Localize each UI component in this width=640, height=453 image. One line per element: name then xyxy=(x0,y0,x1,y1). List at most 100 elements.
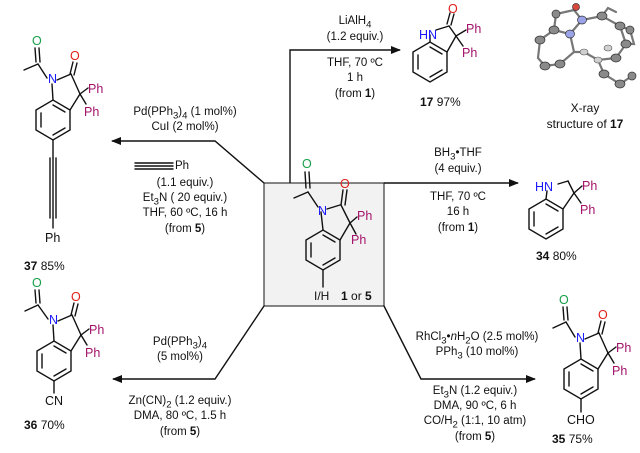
atom-hn-34: HN xyxy=(535,180,553,194)
atom-o-acetyl-central: O xyxy=(302,157,312,171)
molecule-central xyxy=(293,171,358,288)
reagent-bh3-sub: 3 xyxy=(450,151,456,163)
base-sub-37: 3 xyxy=(153,196,159,208)
conditions-17-time: 1 h xyxy=(347,72,363,84)
from-post-34: ) xyxy=(474,222,479,234)
atom-ph-35-2: Ph xyxy=(612,364,627,378)
product-num-35: 35 xyxy=(552,432,566,446)
central-num-a: 1 xyxy=(341,289,348,303)
reaction-arrows xyxy=(111,46,536,383)
product-num-34: 34 xyxy=(536,249,550,263)
product-num-37: 37 xyxy=(24,259,38,273)
xray-caption-pre: structure of xyxy=(546,117,610,131)
cn-pre-36: Zn(CN) xyxy=(128,395,167,407)
product-label-37: 37 85% xyxy=(24,259,65,273)
reagent-lialh4-sub: 4 xyxy=(366,19,372,31)
conditions-17-equiv: (1.2 equiv.) xyxy=(326,31,384,43)
atom-ph-35-1: Ph xyxy=(616,341,631,355)
atom-cn-36: CN xyxy=(45,394,63,408)
cat-pre-35: RhCl xyxy=(415,331,442,343)
from-post-37: ) xyxy=(201,223,206,235)
atom-n-central: N xyxy=(318,204,327,218)
from-num-34: 1 xyxy=(467,222,475,234)
arrow-to-37 xyxy=(111,137,265,184)
conditions-36-from: (from 5) xyxy=(105,425,255,439)
atom-ph-17-2: Ph xyxy=(462,46,477,60)
cat-sub2-36: 4 xyxy=(201,340,208,352)
base-pre-37: Et xyxy=(142,192,154,204)
conditions-35-base: Et3N (1.2 equiv.) xyxy=(400,384,550,402)
atom-ph-37-2: Ph xyxy=(84,105,99,119)
atom-cho-35: CHO xyxy=(567,413,595,427)
central-num-b: 5 xyxy=(365,289,372,303)
atom-ph-34-2: Ph xyxy=(580,203,595,217)
base-pre-35: Et xyxy=(432,385,444,397)
lig-post-35: (10 mol%) xyxy=(462,346,519,358)
atom-ph-36-1: Ph xyxy=(89,323,104,337)
conditions-37-cat2: CuI (2 mol%) xyxy=(151,121,219,133)
atom-o-carbonyl-35: O xyxy=(598,308,608,322)
central-label-h-text: I/H xyxy=(314,289,330,303)
from-post-35: ) xyxy=(491,431,496,443)
conditions-17-from: (from 1) xyxy=(305,87,405,101)
atom-o-17: O xyxy=(448,2,458,16)
atom-ph-central-2: Ph xyxy=(351,233,366,247)
base-post-37: N ( 20 equiv.) xyxy=(159,192,228,204)
central-label-ih: I/H xyxy=(314,289,329,303)
cat1-post-37: ) xyxy=(178,106,183,118)
cat1-sub-37: 3 xyxy=(172,110,179,122)
reagent-bh3-post: •THF xyxy=(455,147,482,159)
from-post-17: ) xyxy=(371,88,376,100)
from-pre-17: (from xyxy=(334,88,365,100)
conditions-37-alkyne-ph: Ph xyxy=(175,160,190,172)
molecule-34 xyxy=(528,180,583,240)
atom-ph-37-alkyne: Ph xyxy=(45,231,60,245)
cat-pre-36: Pd(PPh xyxy=(152,336,193,348)
conditions-36-cat: Pd(PPh3)4 xyxy=(115,335,245,353)
central-compound-number: 1 or 5 xyxy=(341,289,372,303)
product-label-34: 34 80% xyxy=(536,249,577,263)
conditions-35-solvent: DMA, 90 ºC, 6 h xyxy=(433,400,517,412)
cat-n-35: n xyxy=(450,331,457,343)
xray-caption-num: 17 xyxy=(610,117,624,131)
from-num-36: 5 xyxy=(189,426,197,438)
product-label-17: 17 97% xyxy=(420,95,461,109)
molecule-36 xyxy=(24,289,90,394)
conditions-34-time: 16 h xyxy=(446,206,470,218)
cat-post-35: O (2.5 mol%) xyxy=(470,331,539,343)
from-num-35: 5 xyxy=(484,431,492,443)
conditions-17-reagent: LiAlH4 xyxy=(305,14,405,32)
central-compound-box xyxy=(263,182,385,307)
cat1-pre-37: Pd(PPh xyxy=(133,106,173,118)
xray-caption-line2: structure of 17 xyxy=(530,117,640,131)
from-pre-35: (from xyxy=(454,431,485,443)
conditions-34-reagent: BH3•THF xyxy=(408,146,508,164)
conditions-35-gas: CO/H2 (1:1, 10 atm) xyxy=(400,414,550,432)
product-yield-37: 85% xyxy=(37,259,65,273)
product-label-36: 36 70% xyxy=(24,418,65,432)
product-yield-35: 75% xyxy=(565,432,593,446)
lig-pre-35: PPh xyxy=(435,346,458,358)
central-or: or xyxy=(351,289,362,303)
cat-h-35: H xyxy=(456,331,466,343)
cn-post-36: (1.2 equiv.) xyxy=(171,395,232,407)
lig-sub-35: 3 xyxy=(457,350,463,362)
atom-labels: O N O Ph Ph HN O Ph Ph HN Ph Ph O N O Ph… xyxy=(32,2,631,427)
product-num-17: 17 xyxy=(420,95,434,109)
base-sub-35: 3 xyxy=(443,389,449,401)
xray-structure-image xyxy=(534,3,637,89)
reagent-alkyne xyxy=(134,162,174,170)
cat-post-36: ) xyxy=(197,336,202,348)
atom-o-acetyl-35: O xyxy=(559,293,569,307)
cat1-amt-37: (1 mol%) xyxy=(187,106,237,118)
molecule-17 xyxy=(412,12,467,83)
atom-n-35: N xyxy=(576,331,585,345)
atom-o-acetyl-37: O xyxy=(32,34,42,48)
atom-o-carbonyl-36: O xyxy=(71,290,81,304)
product-yield-34: 80% xyxy=(549,249,577,263)
cn-sub-36: 2 xyxy=(166,399,172,411)
conditions-37-from: (from 5) xyxy=(110,222,260,236)
conditions-35-ligand: PPh3 (10 mol%) xyxy=(392,345,562,363)
gas-sub-35: 2 xyxy=(452,419,458,431)
